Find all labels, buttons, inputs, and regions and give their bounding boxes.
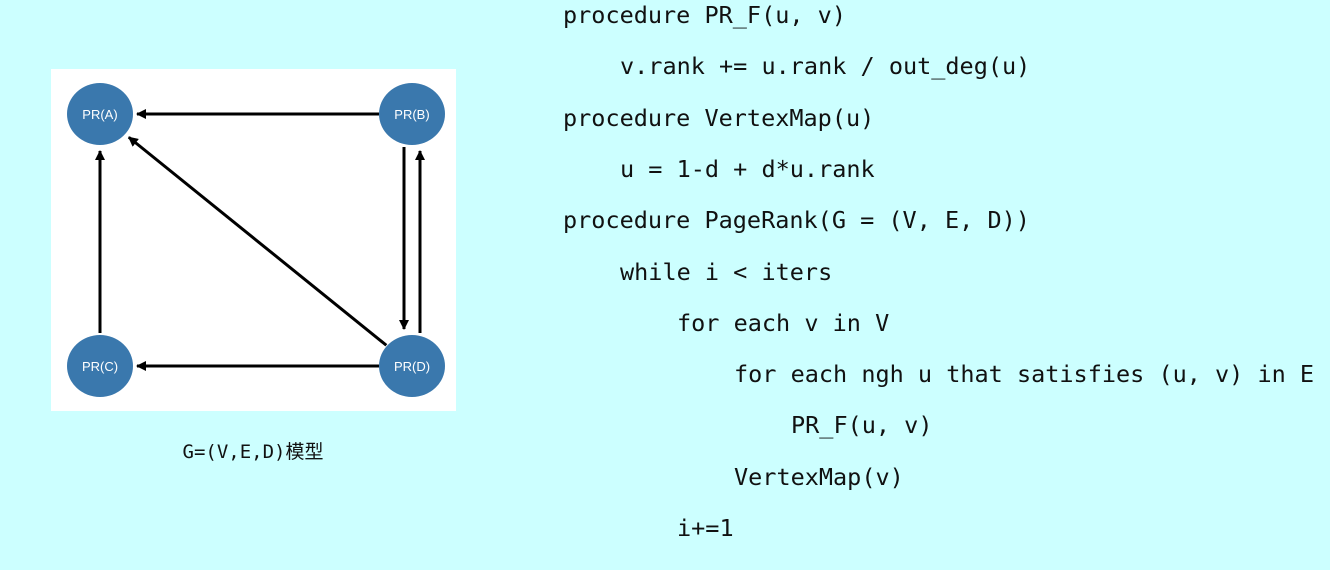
code-line: PR_F(u, v) [791, 411, 933, 440]
node-label: PR(B) [394, 107, 429, 122]
node-b: PR(B) [379, 83, 445, 145]
node-circle [67, 83, 133, 145]
node-circle [67, 335, 133, 397]
code-line: i+=1 [677, 514, 734, 542]
node-circle [379, 335, 445, 397]
node-d: PR(D) [379, 335, 445, 397]
graph-svg: PR(A) PR(B) PR(C) PR(D) [67, 83, 445, 397]
node-c: PR(C) [67, 335, 133, 397]
code-line: for each ngh u that satisfies (u, v) in … [734, 360, 1315, 389]
graph-diagram: PR(A) PR(B) PR(C) PR(D) [51, 69, 456, 411]
edge-d-to-a [127, 136, 388, 347]
code-line: VertexMap(v) [734, 462, 904, 491]
code-line: procedure VertexMap(u) [563, 103, 875, 132]
diagram-caption: G=(V,E,D)模型 [182, 441, 324, 463]
node-a: PR(A) [67, 83, 133, 145]
code-line: for each v in V [677, 308, 890, 337]
code-line: u = 1-d + d*u.rank [620, 154, 875, 183]
code-line: v.rank += u.rank / out_deg(u) [620, 52, 1031, 81]
node-circle [379, 83, 445, 145]
node-label: PR(C) [82, 359, 118, 374]
code-line: while i < iters [620, 257, 833, 286]
code-line: procedure PR_F(u, v) [563, 1, 846, 29]
node-label: PR(D) [394, 359, 430, 374]
code-line: procedure PageRank(G = (V, E, D)) [563, 206, 1030, 235]
node-label: PR(A) [82, 107, 117, 122]
